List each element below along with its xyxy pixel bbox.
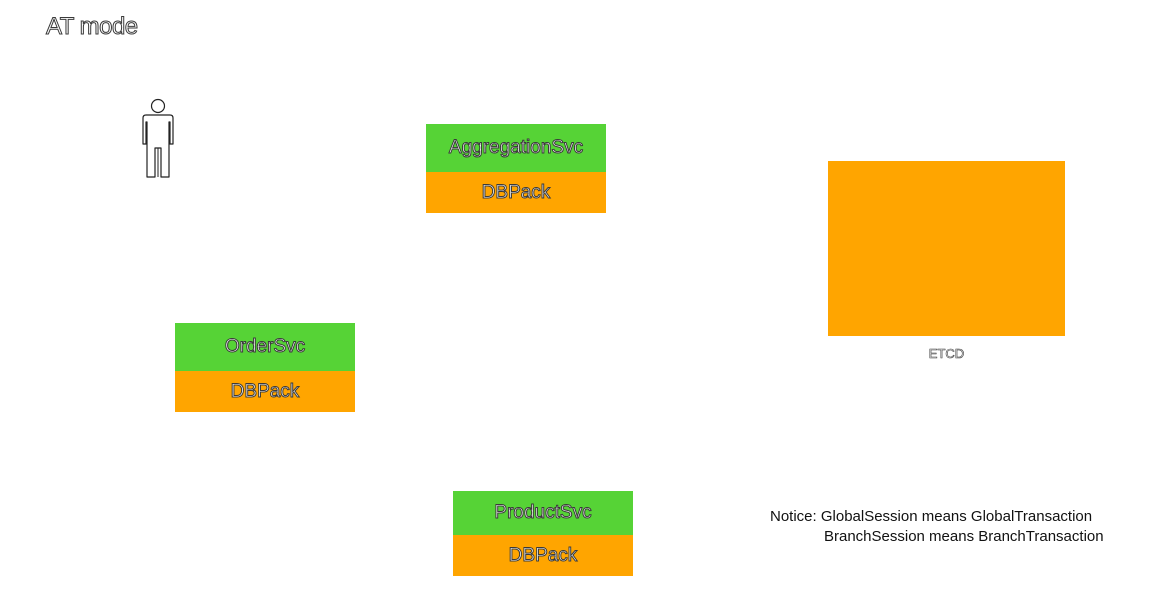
notice-line-1: Notice: GlobalSession means GlobalTransa… [770,508,1093,525]
person-icon [142,98,174,178]
diagram-title: AT mode [46,13,139,41]
notice-line-2: BranchSession means BranchTransaction [824,528,1104,545]
etcd-box [828,161,1065,336]
notice-text: Notice: GlobalSession means GlobalTransa… [770,507,1104,547]
dbpack-label: DBPack [426,172,606,213]
order-service-node: OrderSvc DBPack [175,323,355,412]
service-name: OrderSvc [175,323,355,371]
product-service-node: ProductSvc DBPack [453,491,633,576]
etcd-label: ETCD [928,346,965,362]
dbpack-label: DBPack [453,535,633,576]
aggregation-service-node: AggregationSvc DBPack [426,124,606,213]
service-name: ProductSvc [453,491,633,535]
dbpack-label: DBPack [175,371,355,412]
service-name: AggregationSvc [426,124,606,172]
